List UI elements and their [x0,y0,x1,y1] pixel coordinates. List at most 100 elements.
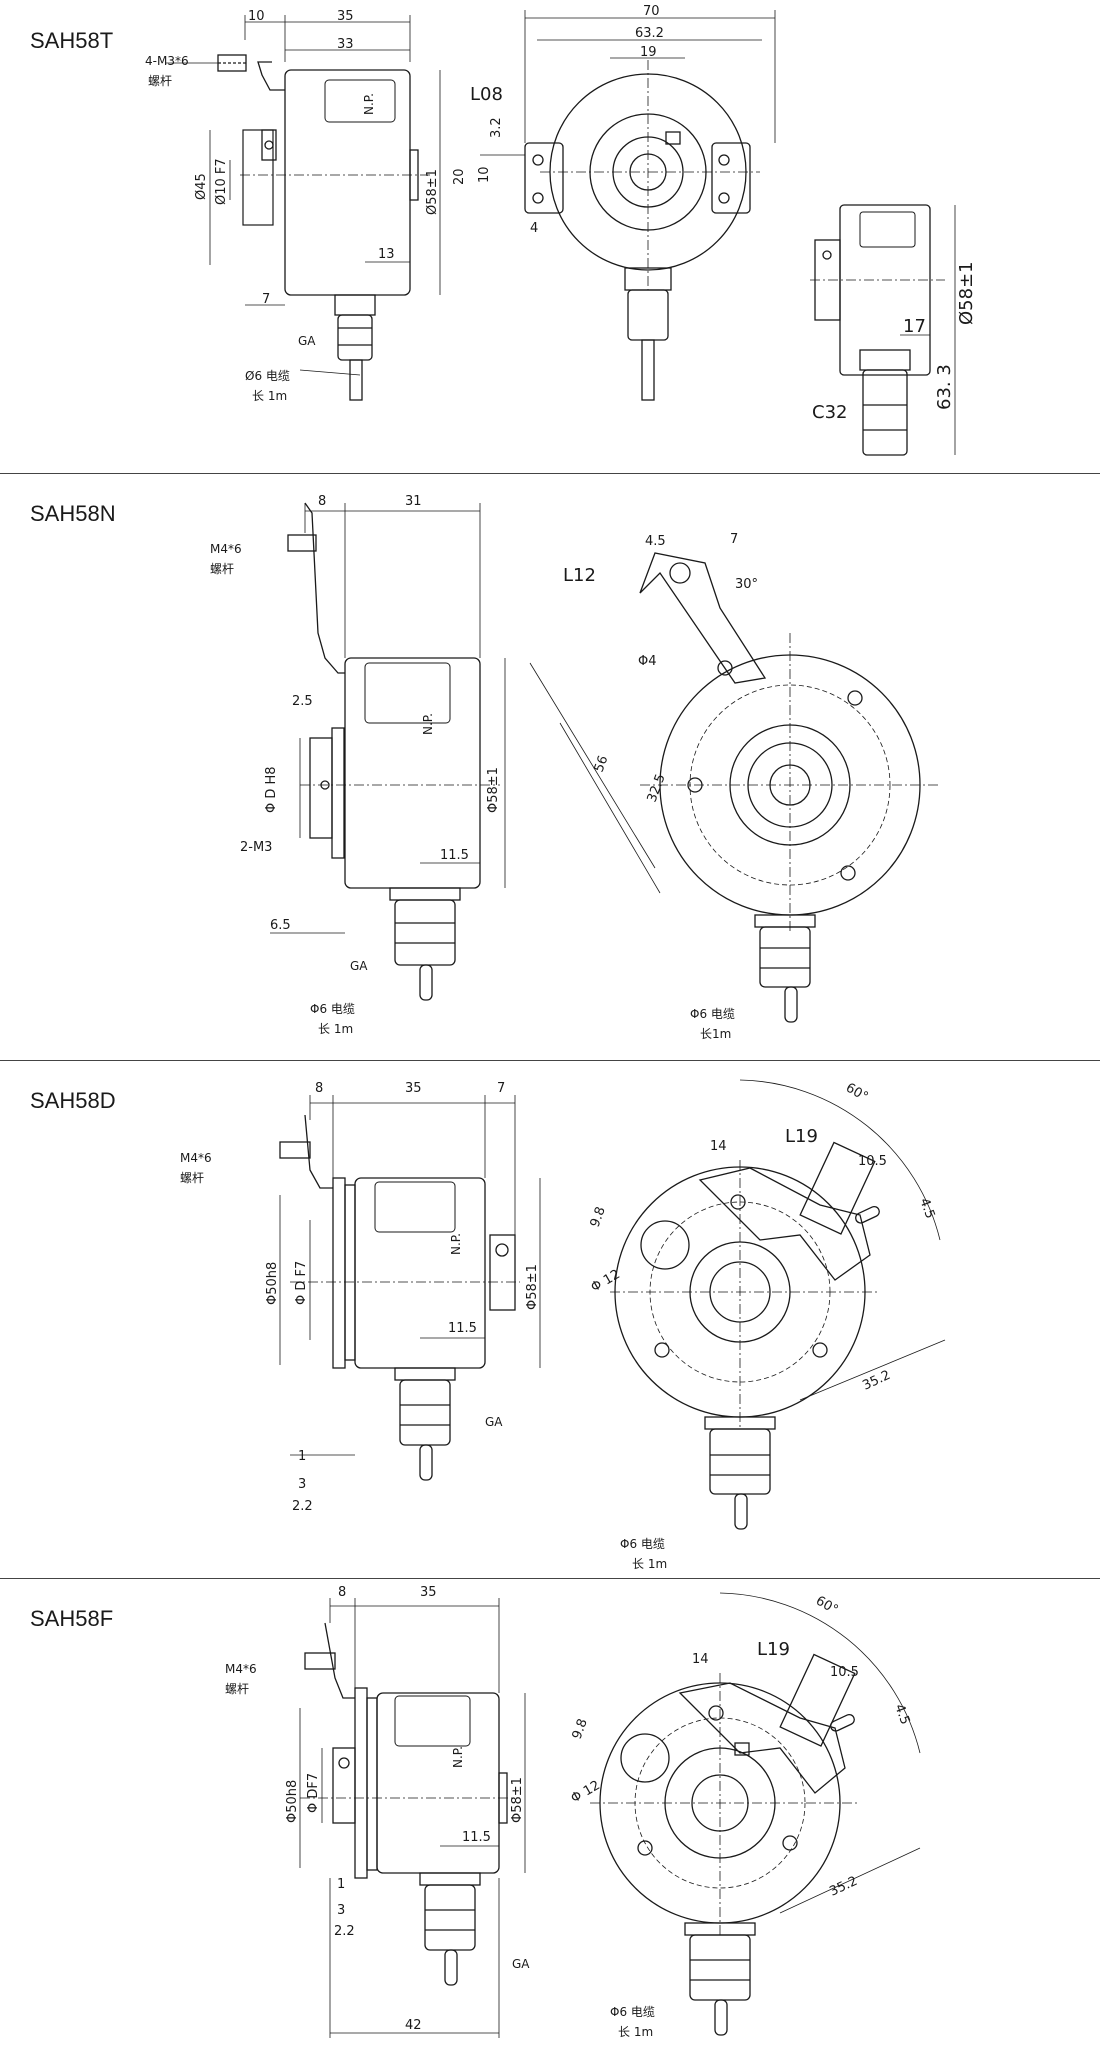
ga-label: GA [298,334,316,348]
dim-label: 60° [843,1080,870,1105]
dim-label: 70 [643,4,660,19]
model-title: SAH58D [30,1088,116,1113]
dim-label: 17 [903,316,926,337]
dim-label: Φ D F7 [294,1261,309,1305]
dim-label: 3 [337,1903,345,1918]
l19-label: L19 [757,1639,790,1660]
np-label: N.P. [421,713,435,735]
cable-label: Φ6 电缆 [620,1537,665,1551]
dim-label: 35 [337,9,354,24]
dim-label: 10 [477,166,492,183]
dim-label: 14 [692,1652,709,1667]
model-title: SAH58F [30,1606,114,1631]
dim-label: Φ50h8 [285,1780,300,1823]
dim-label: Ø58±1 [956,261,977,325]
screw-cn-label: 螺杆 [148,74,172,88]
screw-label: M4*6 [225,1662,257,1676]
section-separator [0,1060,1100,1061]
dim-label: 10.5 [830,1665,859,1680]
cable-length-label: 长 1m [618,2025,653,2039]
dim-label: 14 [710,1139,727,1154]
dim-label: 11.5 [448,1321,477,1336]
screw-label: 4-M3*6 [145,54,189,68]
dim-label: 19 [640,45,657,60]
dim-label: Φ58±1 [525,1264,540,1310]
model-title: SAH58N [30,501,116,526]
sah58d-labels: 8 35 7 M4*6 螺杆 Φ50h8 Φ D F7 Φ58±1 11.5 1… [180,1080,937,1571]
cable-label: Ø6 电缆 [245,369,290,383]
dim-label: 35.2 [860,1368,893,1394]
dim-label: Φ58±1 [486,767,501,813]
screw-cn-label: 螺杆 [180,1171,204,1185]
cable-label: Φ6 电缆 [310,1002,355,1016]
dim-label: 7 [730,532,738,547]
np-label: N.P. [449,1233,463,1255]
dim-label: Φ4 [638,654,657,669]
dim-label: 8 [315,1081,323,1096]
section-sah58n: SAH58N [0,473,1100,1060]
dim-label: 33 [337,37,354,52]
dim-label: 10.5 [858,1154,887,1169]
dim-label: 7 [262,292,270,307]
l19-label: L19 [785,1126,818,1147]
cable-length-label: 长1m [700,1027,731,1041]
l12-label: L12 [563,565,596,586]
section-separator [0,1578,1100,1579]
dim-label: 20 [452,168,467,185]
dim-label: Ø10 F7 [214,158,229,205]
dim-label: 10 [248,9,265,24]
dim-label: 8 [338,1585,346,1600]
cable-length-label: 长 1m [252,389,287,403]
dim-label: 4 [530,221,538,236]
dim-label: 2.2 [292,1499,313,1514]
dim-label: 4.5 [916,1196,937,1221]
dim-label: Φ 12 [589,1267,623,1295]
dim-label: Φ50h8 [265,1262,280,1305]
np-label: N.P. [362,93,376,115]
m3-label: 2-M3 [240,840,272,855]
sah58n-drawing [270,502,940,1023]
dim-label: Φ DF7 [306,1773,321,1813]
dim-label: 2.5 [292,694,313,709]
dim-label: 2.2 [334,1924,355,1939]
section-sah58t: SAH58T [0,0,1100,473]
sah58d-drawing [279,1079,946,1530]
dim-label: 63. 3 [934,364,955,410]
section-sah58f: SAH58F [0,1578,1100,2050]
sah58n-labels: 8 31 M4*6 螺杆 2.5 Φ D H8 2-M3 Φ58±1 11.5 … [210,494,758,1041]
sah58f-labels: 8 35 M4*6 螺杆 Φ50h8 Φ DF7 Φ58±1 11.5 1 3 … [225,1585,912,2039]
cable-length-label: 长 1m [318,1022,353,1036]
cable-label: Φ6 电缆 [690,1007,735,1021]
dim-label: Φ D H8 [264,766,279,813]
section-sah58d: SAH58D [0,1060,1100,1578]
dim-label: 42 [405,2018,422,2033]
dim-label: 60° [813,1593,840,1618]
screw-cn-label: 螺杆 [210,562,234,576]
cable-length-label: 长 1m [632,1557,667,1571]
np-label: N.P. [451,1746,465,1768]
ga-label: GA [350,959,368,973]
screw-label: M4*6 [180,1151,212,1165]
section-separator [0,473,1100,474]
dim-label: 9.8 [588,1205,609,1230]
dim-label: 6.5 [270,918,291,933]
c32-label: C32 [812,402,847,423]
cable-label: Φ6 电缆 [610,2005,655,2019]
dim-label: 30° [735,577,758,592]
screw-label: M4*6 [210,542,242,556]
model-title: SAH58T [30,28,114,53]
dim-label: 31 [405,494,422,509]
dim-label: 8 [318,494,326,509]
dim-label: 3 [298,1477,306,1492]
dim-label: 11.5 [440,848,469,863]
sah58t-drawing [165,10,956,456]
dim-label: 1 [298,1449,306,1464]
sah58f-drawing [299,1592,921,2038]
dim-label: 13 [378,247,395,262]
sah58t-labels: 10 35 33 4-M3*6 螺杆 Ø45 Ø10 F7 Ø58±1 13 7… [145,4,977,423]
dim-label: Ø45 [194,173,209,200]
l08-label: L08 [470,84,503,105]
dim-label: Φ58±1 [510,1777,525,1823]
ga-label: GA [512,1957,530,1971]
ga-label: GA [485,1415,503,1429]
